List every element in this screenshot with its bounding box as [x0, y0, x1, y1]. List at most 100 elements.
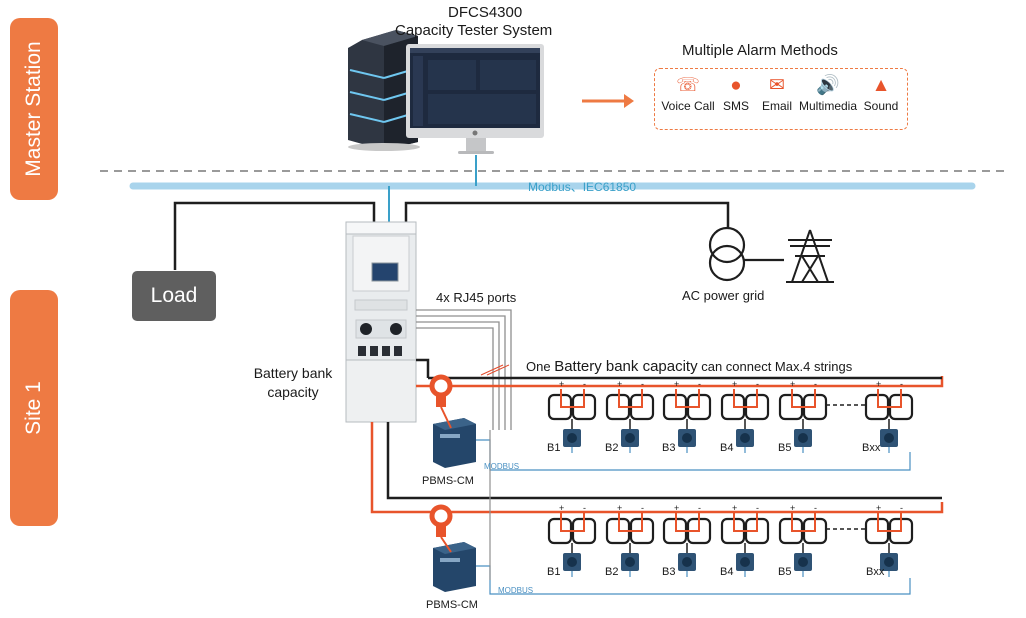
hash-mark	[480, 364, 504, 376]
hash-mark	[486, 364, 510, 376]
terminal-marks: +-	[732, 379, 759, 389]
svg-text:+: +	[790, 379, 795, 389]
svg-text:-: -	[698, 503, 701, 513]
svg-text:-: -	[900, 503, 903, 513]
battery-cell	[605, 513, 655, 545]
battery-cell	[662, 513, 712, 545]
terminal-marks: +-	[559, 379, 586, 389]
cabinet-label: Battery bank capacity	[253, 365, 333, 400]
strings-note-suffix: can connect Max.4 strings	[697, 359, 853, 374]
alert-arrow-head	[624, 94, 634, 108]
string2-negative-line	[386, 422, 942, 500]
battery-cell	[778, 513, 828, 545]
battery-label-b4: B4	[720, 442, 734, 454]
alarm-multimedia: 🔊 Multimedia	[797, 75, 859, 113]
svg-text:-: -	[814, 379, 817, 389]
svg-text:-: -	[756, 503, 759, 513]
speaker-icon: 🔊	[816, 75, 840, 96]
svg-text:+: +	[617, 379, 622, 389]
string1-positive-line	[416, 376, 944, 388]
sms-bubble-icon: ●	[730, 75, 742, 96]
pbms-cm-module-1	[433, 406, 476, 468]
battery-label-bxx: Bxx	[866, 566, 885, 578]
battery-label-b3: B3	[662, 442, 676, 454]
svg-text:+: +	[790, 503, 795, 513]
system-subtitle: Capacity Tester System	[395, 22, 553, 39]
alarm-email-label: Email	[761, 99, 792, 113]
alarm-methods-box: ☏ Voice Call ● SMS ✉ Email 🔊 Multimedia …	[654, 68, 908, 130]
svg-text:-: -	[583, 503, 586, 513]
svg-text:-: -	[583, 379, 586, 389]
cell-sensor	[736, 543, 754, 577]
cell-sensor	[621, 543, 639, 577]
svg-text:+: +	[732, 503, 737, 513]
cell-sensor	[794, 543, 812, 577]
string1-negative-feed	[416, 358, 430, 378]
battery-cell	[720, 389, 770, 421]
load-feed-line	[173, 201, 376, 270]
terminal-marks: +-	[732, 503, 759, 513]
cell-sensor	[563, 543, 581, 577]
cell-sensor	[736, 419, 754, 453]
phone-icon: ☏	[676, 75, 700, 96]
cell-sensor	[678, 543, 696, 577]
svg-text:+: +	[617, 503, 622, 513]
network-protocols: Modbus、IEC61850	[528, 180, 637, 194]
battery-label-b5: B5	[778, 442, 792, 454]
monitor-display	[406, 44, 544, 154]
alarm-multimedia-label: Multimedia	[798, 99, 858, 113]
cell-sensor	[880, 543, 898, 577]
string2-positive-line	[370, 422, 944, 514]
power-tower-icon	[786, 229, 834, 283]
svg-text:+: +	[559, 503, 564, 513]
rj45-leads	[416, 309, 512, 430]
rack-cabinet	[345, 221, 417, 423]
terminal-marks: +-	[790, 379, 817, 389]
modbus-label-2: MODBUS	[498, 586, 534, 595]
current-sensor-1	[429, 374, 453, 407]
email-icon: ✉	[769, 75, 785, 96]
terminal-marks: +-	[559, 503, 586, 513]
battery-cell	[547, 389, 597, 421]
alarm-light-icon: ▲	[871, 75, 891, 96]
battery-label-b1: B1	[547, 442, 561, 454]
battery-cell	[720, 513, 770, 545]
battery-cell	[605, 389, 655, 421]
svg-text:-: -	[900, 379, 903, 389]
battery-cell	[864, 513, 914, 545]
pbms-cm-module-2	[433, 536, 476, 592]
terminal-marks: +-	[617, 379, 644, 389]
battery-row-2: +-+-+-+-+-+-	[547, 503, 914, 577]
svg-text:-: -	[698, 379, 701, 389]
battery-cell	[778, 389, 828, 421]
svg-text:-: -	[756, 379, 759, 389]
battery-label-b4: B4	[720, 566, 734, 578]
current-sensor-2	[429, 504, 453, 537]
transformer-symbol	[708, 226, 784, 282]
section-master-station: Master Station	[10, 18, 58, 200]
svg-text:+: +	[876, 379, 881, 389]
alarm-sound: ▲ Sound	[859, 75, 903, 113]
battery-label-b2: B2	[605, 566, 619, 578]
alarm-sms: ● SMS	[719, 75, 753, 113]
battery-cell	[662, 389, 712, 421]
load-box: Load	[132, 271, 216, 321]
terminal-marks: +-	[876, 379, 903, 389]
alarm-title: Multiple Alarm Methods	[682, 42, 838, 59]
grid-label: AC power grid	[682, 288, 765, 303]
svg-text:+: +	[674, 503, 679, 513]
pbms-cm-label-2: PBMS-CM	[426, 599, 478, 611]
modbus-label-1: MODBUS	[484, 462, 520, 471]
section-site-1: Site 1	[10, 290, 58, 526]
svg-text:-: -	[814, 503, 817, 513]
alarm-voice-call: ☏ Voice Call	[659, 75, 717, 113]
terminal-marks: +-	[790, 503, 817, 513]
terminal-marks: +-	[674, 379, 701, 389]
battery-label-bxx: Bxx	[862, 442, 881, 454]
ports-label: 4x RJ45 ports	[436, 290, 517, 305]
svg-text:+: +	[674, 379, 679, 389]
strings-note-emphasis: Battery bank capacity	[554, 358, 698, 375]
strings-note: One Battery bank capacity can connect Ma…	[526, 358, 852, 375]
alarm-sound-label: Sound	[863, 99, 899, 113]
